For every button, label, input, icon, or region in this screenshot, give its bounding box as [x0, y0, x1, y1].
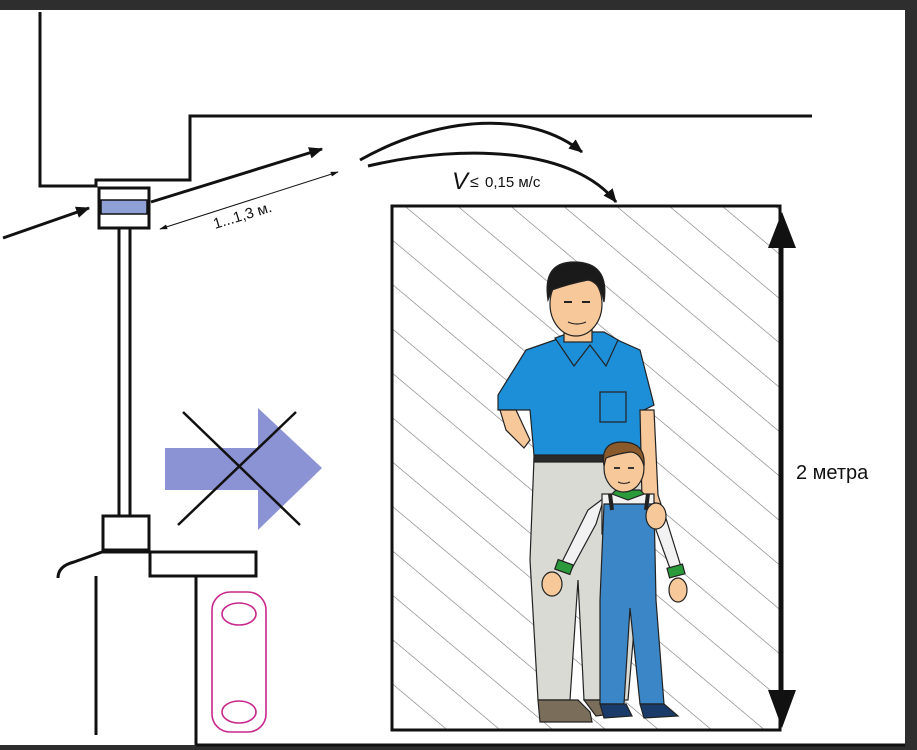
- distance-dimension-line: [159, 171, 339, 230]
- height-label: 2 метра: [796, 462, 869, 484]
- boy-figure: [541, 441, 688, 719]
- ceiling-outline: [38, 12, 812, 188]
- velocity-relation: ≤: [470, 174, 479, 191]
- ceiling-flow-arrow: [359, 121, 583, 162]
- down-flow-arrow: [367, 151, 618, 203]
- incoming-air-arrow: [2, 206, 91, 240]
- wrong-direction-arrow: [165, 408, 322, 530]
- window-frame: [101, 228, 151, 552]
- velocity-label: V ≤ 0,15 м/с: [452, 168, 541, 195]
- velocity-value: 0,15 м/с: [485, 174, 541, 191]
- velocity-symbol: V: [452, 168, 470, 195]
- man-hand: [645, 502, 667, 530]
- radiator: [211, 591, 267, 733]
- window-sill: [56, 550, 905, 747]
- window-vent: [97, 186, 151, 230]
- height-arrow: [768, 212, 796, 728]
- occupied-zone: [390, 204, 782, 732]
